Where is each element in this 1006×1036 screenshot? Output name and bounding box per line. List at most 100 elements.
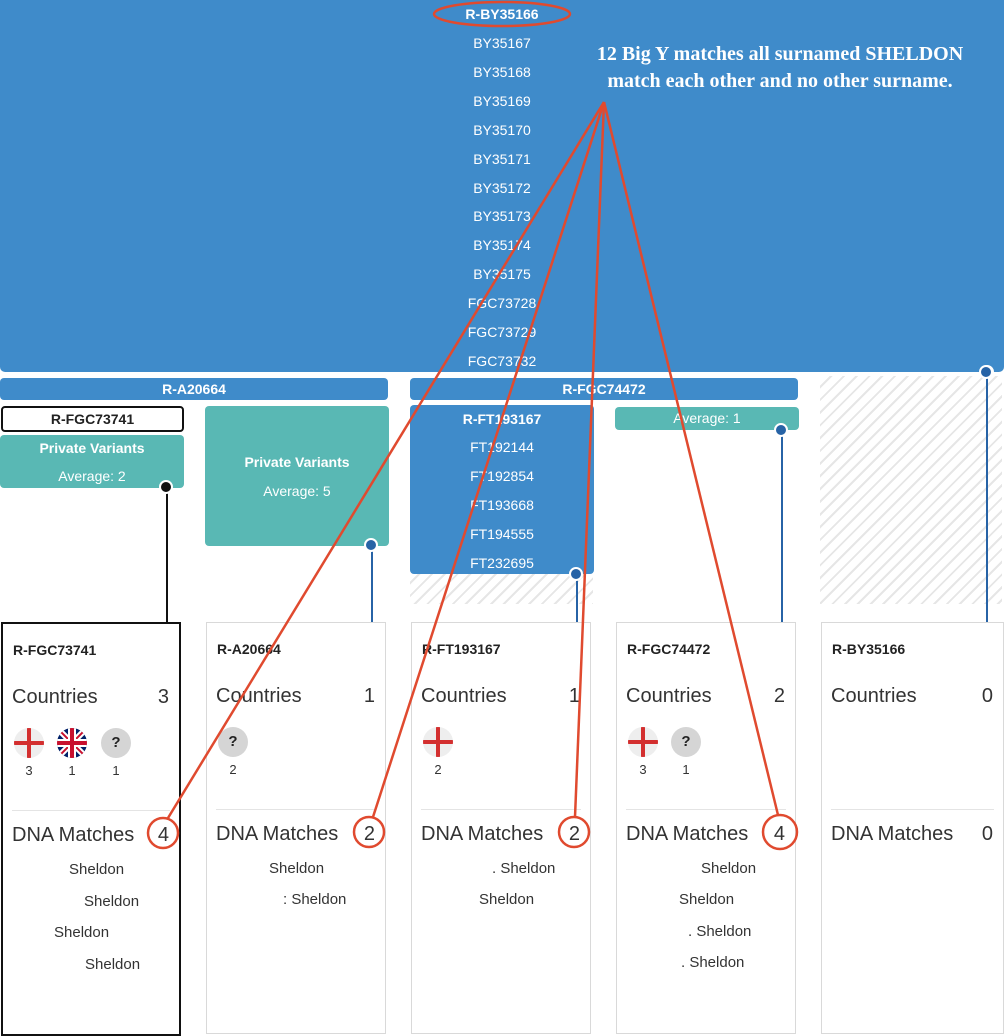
match-name[interactable]: Sheldon — [479, 891, 535, 908]
flag-count: 2 — [229, 762, 237, 777]
snp-item: BY35167 — [473, 35, 531, 51]
snp-item: BY35171 — [473, 151, 531, 167]
snp-item: FT232695 — [470, 555, 534, 571]
connector-line — [166, 488, 168, 624]
connector-line — [781, 430, 783, 623]
countries-count: 3 — [157, 686, 169, 708]
snp-item: BY35175 — [473, 266, 531, 282]
countries-label: Countries — [831, 685, 917, 707]
haplogroup-card-r-fgc74472[interactable]: R-FGC74472 Countries 2 3 ? 1 DNA Matches… — [616, 622, 796, 1034]
flag-count: 3 — [25, 763, 33, 778]
highlight-circle — [761, 813, 799, 851]
private-variants-node[interactable]: Private Variants Average: 5 — [205, 406, 389, 546]
haplogroup-card-r-ft193167[interactable]: R-FT193167 Countries 1 2 DNA Matches 2 .… — [411, 622, 591, 1034]
match-name[interactable]: Sheldon — [54, 924, 110, 941]
dna-matches-count: 0 — [981, 823, 993, 845]
match-name[interactable]: Sheldon — [69, 861, 125, 878]
dna-matches-label: DNA Matches — [626, 823, 749, 845]
uk-flag-icon[interactable] — [57, 728, 87, 758]
dna-matches-label: DNA Matches — [421, 823, 544, 845]
card-title: R-FT193167 — [422, 641, 501, 657]
england-flag-icon[interactable] — [423, 727, 453, 757]
card-title: R-FGC74472 — [627, 641, 711, 657]
annotation-arrow — [573, 101, 606, 818]
unknown-flag-icon[interactable]: ? — [671, 727, 701, 757]
highlight-ellipse — [432, 0, 572, 28]
private-variants-node[interactable]: Average: 1 — [615, 407, 799, 430]
snp-item: BY35172 — [473, 180, 531, 196]
haplogroup-node-r-fgc73741[interactable]: R-FGC73741 — [1, 406, 184, 432]
annotation-arrow — [371, 101, 606, 818]
private-variants-title: Private Variants — [39, 440, 145, 456]
snp-item: FT194555 — [470, 526, 534, 542]
divider — [216, 809, 376, 810]
dna-matches-count: 2 — [363, 823, 375, 845]
match-name[interactable]: Sheldon — [701, 860, 757, 877]
card-title: R-FGC73741 — [13, 642, 97, 658]
match-name[interactable]: Sheldon — [85, 956, 141, 973]
unknown-flag-icon[interactable]: ? — [101, 728, 131, 758]
highlight-circle — [352, 815, 386, 849]
card-title: R-BY35166 — [832, 641, 906, 657]
node-dot[interactable] — [774, 423, 788, 437]
snp-item: BY35173 — [473, 208, 531, 224]
match-name[interactable]: . Sheldon — [492, 860, 556, 877]
haplogroup-card-r-fgc73741[interactable]: R-FGC73741 Countries 3 3 1 ? 1 DNA Match… — [1, 622, 181, 1036]
match-name[interactable]: Sheldon — [269, 860, 325, 877]
card-title: R-A20664 — [217, 641, 281, 657]
haplogroup-title[interactable]: R-BY35166 — [465, 6, 539, 22]
connector-line — [576, 575, 578, 623]
haplogroup-node-r-ft193167[interactable]: R-FT193167 FT192144 FT192854 FT193668 FT… — [410, 405, 594, 574]
private-variants-node[interactable]: Private Variants Average: 2 — [0, 435, 184, 488]
branch-bar-r-fgc74472[interactable]: R-FGC74472 — [410, 378, 798, 400]
match-name[interactable]: Sheldon — [84, 893, 140, 910]
match-name[interactable]: . Sheldon — [688, 923, 752, 940]
annotation-line: 12 Big Y matches all surnamed SHELDON — [596, 43, 964, 65]
england-flag-icon[interactable] — [628, 727, 658, 757]
countries-count: 1 — [363, 685, 375, 707]
countries-label: Countries — [626, 685, 712, 707]
flag-count: 1 — [112, 763, 120, 778]
countries-count: 2 — [773, 685, 785, 707]
haplogroup-block-r-by35166[interactable]: R-BY35166 BY35167 BY35168 BY35169 BY3517… — [0, 0, 1004, 372]
annotation-arrow — [166, 101, 606, 819]
annotation-text: 12 Big Y matches all surnamed SHELDON ma… — [560, 41, 1000, 95]
empty-hatched-area — [410, 572, 593, 604]
unknown-flag-icon[interactable]: ? — [218, 727, 248, 757]
match-name[interactable]: Sheldon — [679, 891, 735, 908]
dna-matches-count: 4 — [157, 824, 169, 846]
private-variants-title: Private Variants — [244, 454, 350, 470]
england-flag-icon[interactable] — [14, 728, 44, 758]
node-dot[interactable] — [159, 480, 173, 494]
annotation-line: match each other and no other surname. — [607, 70, 953, 92]
branch-bar-r-a20664[interactable]: R-A20664 — [0, 378, 388, 400]
dna-matches-count: 2 — [568, 823, 580, 845]
snp-item: FGC73729 — [467, 324, 537, 340]
private-variants-average: Average: 5 — [263, 483, 331, 499]
connector-line — [371, 546, 373, 623]
node-dot[interactable] — [569, 567, 583, 581]
highlight-circle — [146, 816, 180, 850]
divider — [421, 809, 581, 810]
divider — [626, 809, 786, 810]
empty-hatched-area — [820, 376, 1002, 604]
countries-count: 1 — [568, 685, 580, 707]
private-variants-average: Average: 2 — [58, 468, 126, 484]
countries-label: Countries — [216, 685, 302, 707]
snp-item: BY35174 — [473, 237, 531, 253]
haplogroup-card-r-by35166[interactable]: R-BY35166 Countries 0 DNA Matches 0 — [821, 622, 1004, 1034]
match-name[interactable]: : Sheldon — [283, 891, 347, 908]
snp-item: BY35169 — [473, 93, 531, 109]
snp-item: FT192854 — [470, 468, 534, 484]
match-name[interactable]: . Sheldon — [681, 954, 745, 971]
node-dot[interactable] — [979, 365, 993, 379]
annotation-arrow — [602, 101, 780, 816]
countries-label: Countries — [12, 686, 98, 708]
divider — [12, 810, 170, 811]
highlight-circle — [557, 815, 591, 849]
haplogroup-card-r-a20664[interactable]: R-A20664 Countries 1 ? 2 DNA Matches 2 S… — [206, 622, 386, 1034]
node-dot[interactable] — [364, 538, 378, 552]
flag-count: 1 — [68, 763, 76, 778]
dna-matches-count: 4 — [773, 823, 785, 845]
